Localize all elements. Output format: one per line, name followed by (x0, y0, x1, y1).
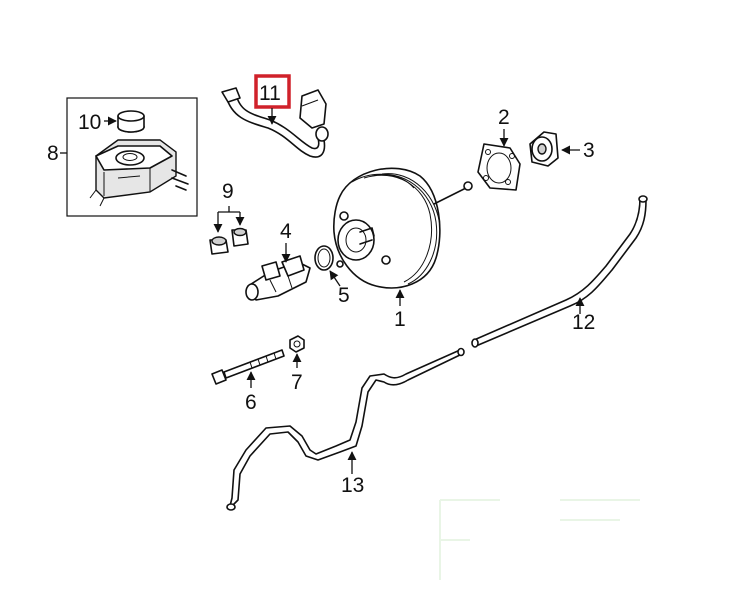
callout-1: 1 (394, 308, 406, 331)
callout-3: 3 (583, 139, 595, 162)
leader-5 (329, 270, 341, 287)
check-valve[interactable] (245, 255, 311, 301)
callout-7: 7 (291, 371, 303, 394)
reservoir-cap[interactable] (117, 110, 145, 133)
booster-gasket[interactable] (477, 143, 521, 191)
callout-8: 8 (47, 142, 59, 165)
mounting-bolt[interactable] (211, 349, 285, 385)
callout-11-highlight-box (254, 74, 291, 109)
callout-2: 2 (498, 106, 510, 129)
callout-4: 4 (280, 220, 292, 243)
callout-11: 11 (259, 82, 281, 105)
reservoir-group-box (66, 97, 198, 217)
booster-insulator[interactable] (529, 131, 559, 167)
seal-ring[interactable] (314, 245, 334, 271)
callout-9: 9 (222, 180, 234, 203)
vacuum-hose[interactable] (221, 87, 329, 158)
reservoir-group[interactable]: 10 8 (47, 97, 198, 217)
brake-tube-bent[interactable] (226, 347, 465, 511)
mounting-nut[interactable] (289, 335, 305, 353)
watermark (439, 499, 640, 580)
callout-12: 12 (572, 311, 595, 334)
callout-5: 5 (338, 284, 350, 307)
brake-tube-long[interactable] (471, 195, 648, 348)
callout-6: 6 (245, 391, 257, 414)
brake-fluid-reservoir[interactable] (89, 139, 189, 207)
leader-9-bracket (218, 206, 240, 213)
brake-booster[interactable] (333, 167, 473, 289)
grommets[interactable] (209, 227, 249, 255)
callout-10: 10 (78, 111, 101, 134)
callout-13: 13 (341, 474, 364, 497)
